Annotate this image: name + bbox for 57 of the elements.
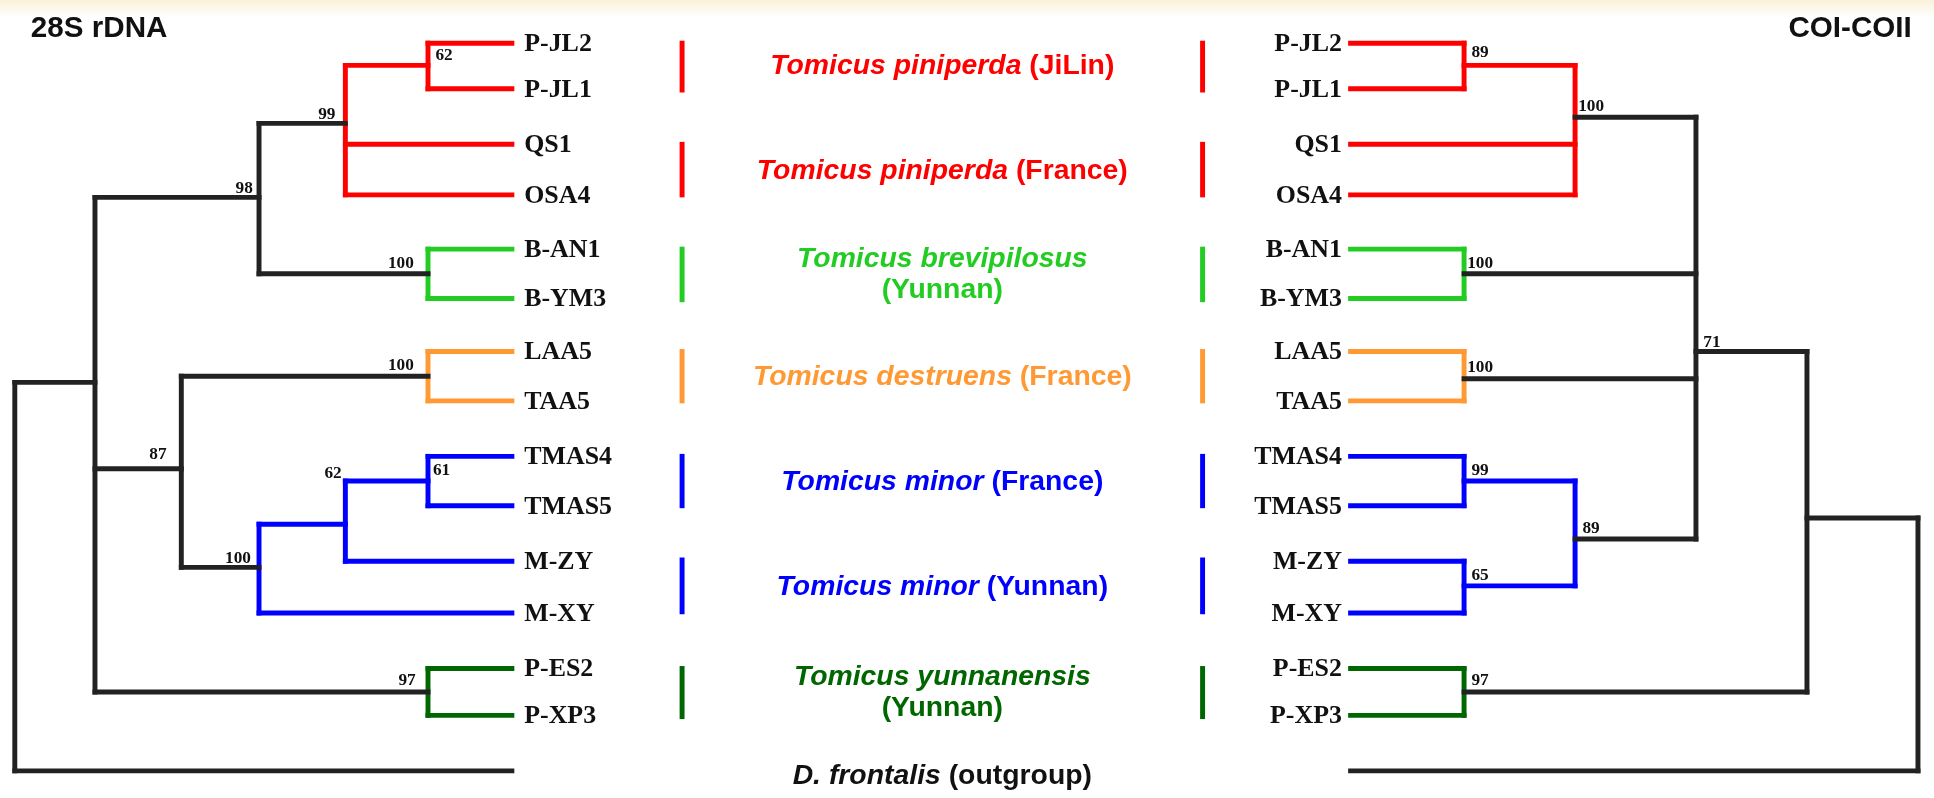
species-label: Tomicus piniperda (France) bbox=[756, 154, 1128, 186]
taxon-label: M-XY bbox=[1271, 598, 1342, 628]
species-label: Tomicus minor (Yunnan) bbox=[776, 570, 1109, 602]
species-label: Tomicus brevipilosus (Yunnan) bbox=[796, 242, 1089, 305]
bootstrap-value: 89 bbox=[1471, 42, 1489, 62]
taxon-label: M-ZY bbox=[524, 546, 594, 576]
bootstrap-value: 71 bbox=[1703, 332, 1721, 352]
species-label: Tomicus destruens (France) bbox=[752, 360, 1132, 392]
taxon-label: LAA5 bbox=[524, 337, 592, 366]
taxon-label: OSA4 bbox=[1275, 180, 1342, 210]
taxon-label: QS1 bbox=[1294, 130, 1342, 159]
bootstrap-value: 61 bbox=[432, 460, 451, 480]
bootstrap-value: 87 bbox=[149, 444, 167, 464]
taxon-label: P-JL2 bbox=[524, 28, 592, 58]
bootstrap-value: 100 bbox=[387, 253, 414, 273]
taxon-label: OSA4 bbox=[524, 180, 591, 210]
taxon-label: M-XY bbox=[524, 598, 595, 628]
bootstrap-value: 100 bbox=[1467, 253, 1494, 273]
tree-title: 28S rDNA bbox=[30, 10, 168, 44]
taxon-label: B-YM3 bbox=[524, 284, 607, 313]
bootstrap-value: 65 bbox=[1471, 565, 1489, 585]
bootstrap-value: 99 bbox=[1471, 460, 1489, 480]
taxon-label: P-ES2 bbox=[524, 654, 594, 683]
species-label: D. frontalis (outgroup) bbox=[792, 759, 1093, 791]
bootstrap-value: 62 bbox=[324, 462, 342, 482]
bootstrap-value: 62 bbox=[435, 44, 453, 64]
taxon-label: QS1 bbox=[524, 130, 572, 159]
taxon-label: P-JL1 bbox=[524, 74, 592, 104]
taxon-label: TMAS4 bbox=[1254, 442, 1342, 471]
bootstrap-value: 97 bbox=[398, 670, 416, 690]
taxon-label: P-JL1 bbox=[1274, 74, 1342, 104]
bootstrap-value: 100 bbox=[387, 355, 414, 375]
bootstrap-value: 89 bbox=[1582, 518, 1600, 538]
species-label: Tomicus piniperda (JiLin) bbox=[770, 49, 1115, 81]
species-label: Tomicus yunnanensis (Yunnan) bbox=[792, 660, 1092, 724]
bootstrap-value: 99 bbox=[318, 104, 336, 123]
taxon-label: B-AN1 bbox=[524, 234, 601, 264]
taxon-label: TAA5 bbox=[524, 386, 590, 416]
taxon-label: TAA5 bbox=[1276, 386, 1342, 416]
taxon-label: LAA5 bbox=[1274, 337, 1342, 366]
taxon-label: P-XP3 bbox=[1270, 701, 1342, 730]
bootstrap-value: 97 bbox=[1471, 670, 1489, 690]
tree-title: COI-COII bbox=[1788, 10, 1912, 44]
taxon-label: TMAS4 bbox=[524, 442, 612, 471]
taxon-label: B-AN1 bbox=[1265, 234, 1342, 264]
taxon-label: P-XP3 bbox=[524, 701, 597, 730]
taxon-label: P-ES2 bbox=[1272, 654, 1342, 683]
species-label: Tomicus minor (France) bbox=[781, 465, 1104, 497]
taxon-label: TMAS5 bbox=[1254, 491, 1342, 520]
bootstrap-value: 100 bbox=[1467, 356, 1494, 376]
taxon-label: TMAS5 bbox=[524, 491, 612, 520]
bootstrap-value: 100 bbox=[225, 548, 251, 567]
taxon-label: P-JL2 bbox=[1274, 28, 1342, 58]
taxon-label: B-YM3 bbox=[1259, 284, 1342, 313]
bootstrap-value: 98 bbox=[235, 178, 253, 197]
taxon-label: M-ZY bbox=[1272, 546, 1342, 576]
bootstrap-value: 100 bbox=[1578, 96, 1605, 116]
